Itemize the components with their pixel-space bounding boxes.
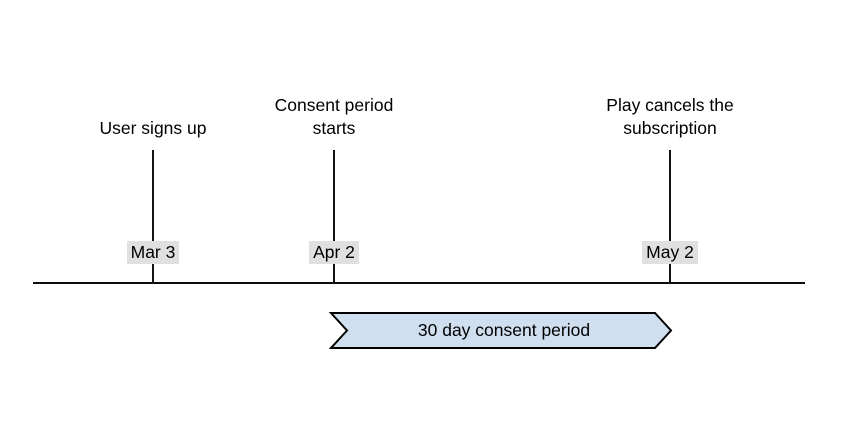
tick-line-signup — [152, 150, 154, 284]
date-chip-consent-start: Apr 2 — [264, 241, 404, 264]
timeline-axis — [33, 282, 805, 284]
event-caption-signup: User signs up — [99, 118, 207, 138]
tick-line-cancel — [669, 150, 671, 284]
date-chip-signup: Mar 3 — [83, 241, 223, 264]
event-caption-consent-start: Consent period starts — [274, 95, 394, 138]
date-label-consent-start: Apr 2 — [309, 241, 359, 264]
date-label-signup: Mar 3 — [126, 241, 180, 264]
date-chip-cancel: May 2 — [600, 241, 740, 264]
event-caption-cancel: Play cancels the subscription — [606, 95, 734, 138]
consent-period-banner: 30 day consent period — [328, 312, 673, 349]
date-label-cancel: May 2 — [642, 241, 698, 264]
tick-line-consent-start — [333, 150, 335, 284]
chevron-arrow-icon — [328, 312, 673, 349]
